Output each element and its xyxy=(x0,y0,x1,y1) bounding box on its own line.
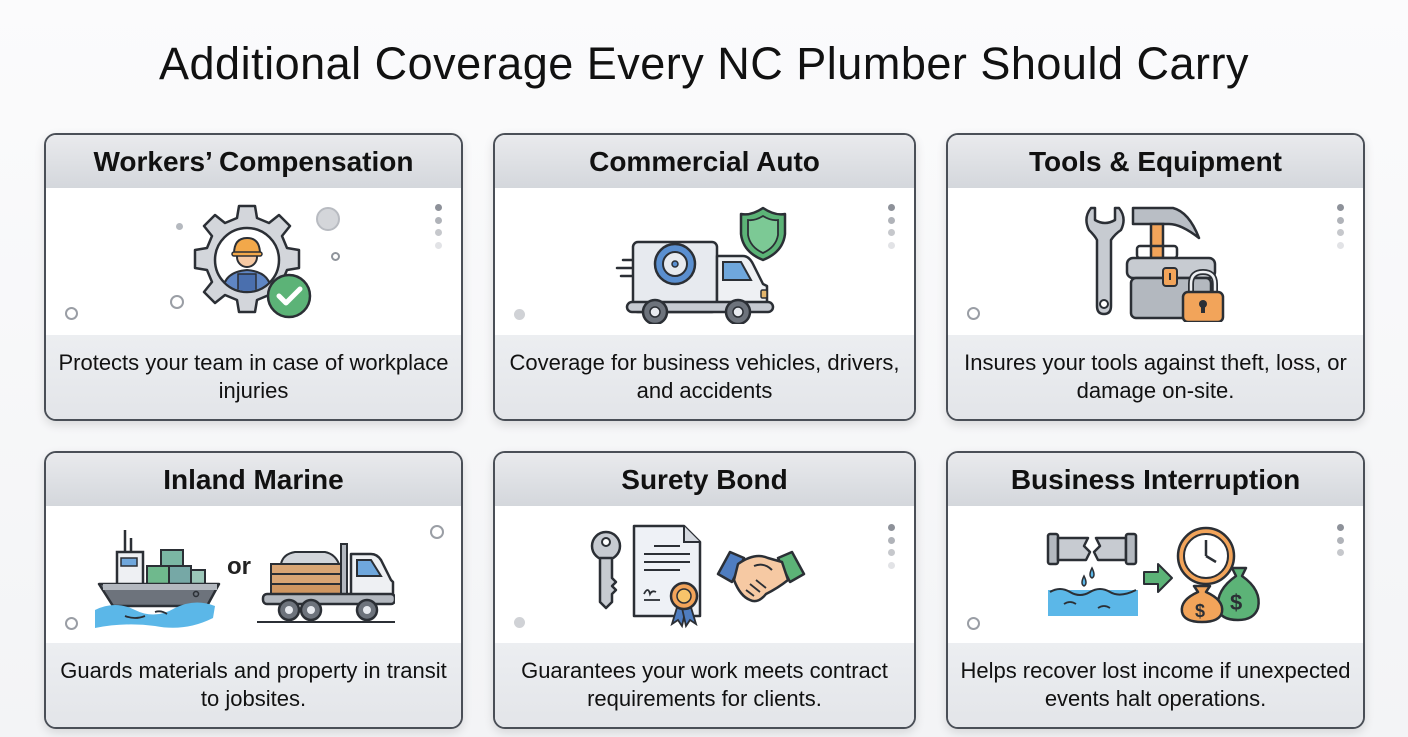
card-description: Insures your tools against theft, loss, … xyxy=(948,335,1363,419)
toolbox-lock-icon xyxy=(1084,206,1224,322)
or-connector: or xyxy=(227,553,251,580)
card-description: Helps recover lost income if unexpected … xyxy=(948,643,1363,727)
card-illustration xyxy=(495,188,914,335)
svg-text:$: $ xyxy=(1230,590,1242,615)
page-title: Additional Coverage Every NC Plumber Sho… xyxy=(159,38,1249,89)
decor-ring-icon xyxy=(170,295,184,309)
menu-dots-icon xyxy=(888,524,896,574)
menu-dots-icon xyxy=(1337,524,1345,562)
card-title: Surety Bond xyxy=(495,453,914,506)
card-inland-marine: Inland Marine or xyxy=(44,451,463,729)
decor-dot-icon xyxy=(176,223,183,230)
card-description: Protects your team in case of workplace … xyxy=(46,335,461,419)
card-commercial-auto: Commercial Auto Coverage for busin xyxy=(493,133,916,421)
card-description: Guarantees your work meets contract requ… xyxy=(495,643,914,727)
card-surety-bond: Surety Bond xyxy=(493,451,916,729)
card-description: Guards materials and property in transit… xyxy=(46,643,461,727)
decor-bubble-icon xyxy=(316,207,340,231)
decor-ring-icon xyxy=(65,617,78,630)
arrow-right-icon xyxy=(1142,563,1173,593)
certificate-icon xyxy=(632,524,701,629)
card-tools-equipment: Tools & Equipment Insures your tools aga… xyxy=(946,133,1365,421)
key-certificate-handshake-icon xyxy=(590,524,805,629)
truck-shield-icon xyxy=(615,206,786,324)
card-illustration: $ $ xyxy=(948,506,1363,643)
card-illustration xyxy=(948,188,1363,335)
clock-icon xyxy=(1176,526,1235,586)
ship-or-truck-icon: or xyxy=(95,530,396,628)
decor-ring-icon xyxy=(430,525,444,539)
decor-ring-icon xyxy=(967,617,980,630)
broken-pipe-money-icon: $ $ xyxy=(1046,526,1260,624)
card-illustration: or xyxy=(46,506,461,643)
cargo-ship-icon xyxy=(95,530,221,628)
card-title: Workers’ Compensation xyxy=(46,135,461,188)
menu-dots-icon xyxy=(435,204,443,254)
decor-ring-icon xyxy=(331,252,340,261)
flatbed-truck-icon xyxy=(257,543,396,623)
key-icon xyxy=(590,530,621,610)
money-bag-icon: $ $ xyxy=(1180,566,1260,624)
card-illustration xyxy=(46,188,461,335)
card-illustration xyxy=(495,506,914,643)
card-business-interruption: Business Interruption xyxy=(946,451,1365,729)
decor-ring-icon xyxy=(967,307,980,320)
decor-dot-icon xyxy=(514,617,525,628)
worker-gear-check-icon xyxy=(193,204,311,319)
decor-ring-icon xyxy=(65,307,78,320)
card-workers-compensation: Workers’ Compensation xyxy=(44,133,463,421)
decor-dot-icon xyxy=(514,309,525,320)
card-description: Coverage for business vehicles, drivers,… xyxy=(495,335,914,419)
menu-dots-icon xyxy=(1337,204,1345,254)
svg-text:$: $ xyxy=(1195,601,1205,621)
card-title: Inland Marine xyxy=(46,453,461,506)
card-title: Tools & Equipment xyxy=(948,135,1363,188)
handshake-icon xyxy=(716,550,805,603)
card-title: Commercial Auto xyxy=(495,135,914,188)
broken-pipe-icon xyxy=(1046,532,1138,616)
menu-dots-icon xyxy=(888,204,896,254)
card-title: Business Interruption xyxy=(948,453,1363,506)
